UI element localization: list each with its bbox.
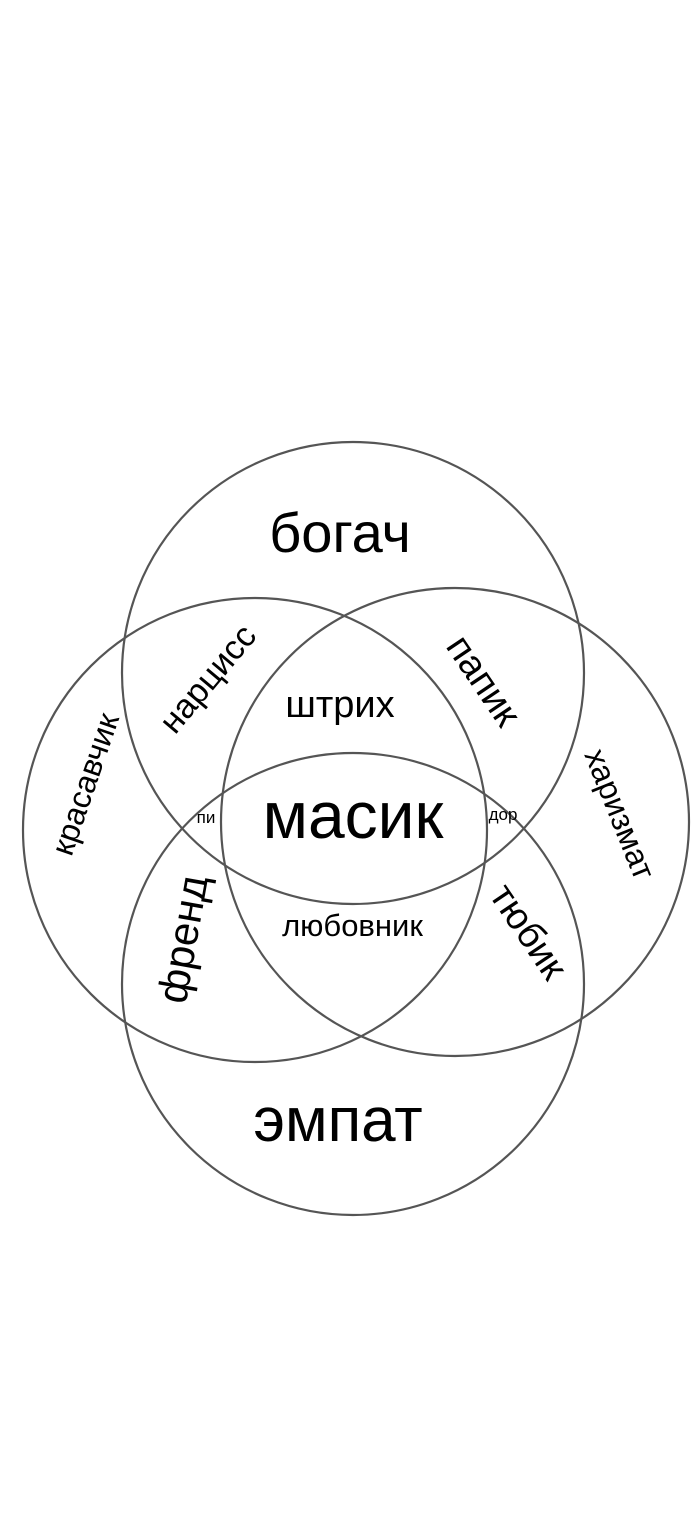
label-center-left: пи (196, 808, 216, 827)
label-bottom: эмпат (253, 1086, 423, 1155)
label-bottom-center: любовник (282, 908, 423, 943)
label-center: масик (262, 778, 444, 852)
label-top-center: штрих (285, 684, 395, 726)
circle-bottom (120, 751, 586, 1217)
circle-right (219, 586, 691, 1058)
label-center-right: дор (488, 805, 518, 824)
circle-left (21, 596, 489, 1064)
label-top: богач (269, 501, 411, 564)
circle-top (120, 440, 586, 906)
